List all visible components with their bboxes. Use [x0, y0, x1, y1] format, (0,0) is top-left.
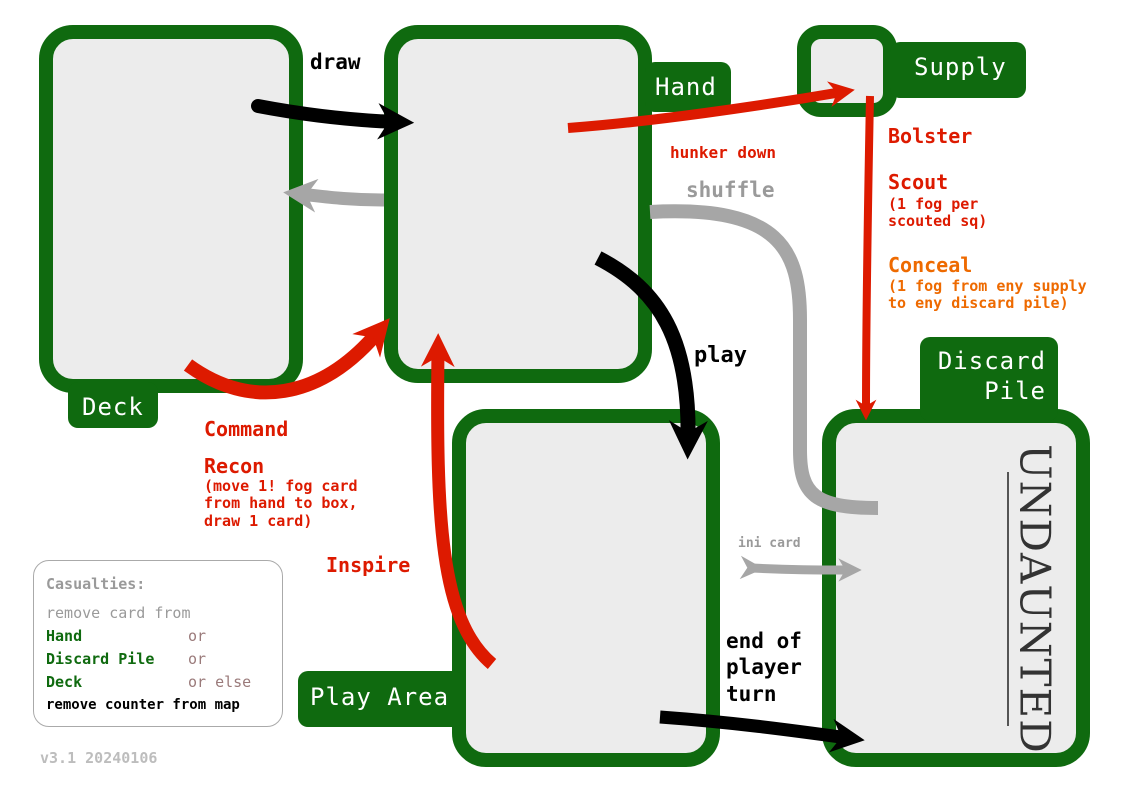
hunker-down-arrow [567, 81, 855, 133]
casualties-legend: Casualties: remove card from Hand or Dis… [33, 560, 283, 727]
play-area-tab: Play Area [298, 671, 464, 727]
legend-title: Casualties: [46, 575, 146, 593]
discard-label-line1: Discard [937, 347, 1046, 375]
legend-item-hand: Hand [46, 627, 83, 645]
end-turn-arrow [659, 710, 865, 753]
bolster-label: Bolster [888, 124, 973, 148]
deck-label: Deck [82, 393, 144, 421]
supply-to-discard-arrow [855, 95, 877, 421]
command-arrow [183, 318, 390, 400]
legend-item-discard-suffix: or [188, 650, 207, 668]
legend-final: remove counter from map [46, 697, 240, 713]
discard-pile-zone[interactable] [822, 409, 1090, 767]
deck-tab: Deck [68, 382, 158, 428]
ini-card-arrow [739, 555, 862, 582]
shuffle-label: shuffle [686, 178, 775, 202]
legend-intro: remove card from [46, 604, 191, 622]
recon-note: (move 1! fog card from hand to box, draw… [204, 477, 358, 530]
supply-tab: Supply [890, 42, 1026, 98]
scout-label: Scout [888, 170, 949, 194]
play-arrow [594, 251, 708, 460]
play-area-zone[interactable] [452, 409, 720, 767]
scout-note: (1 fog per scouted sq) [888, 195, 988, 231]
play-area-label: Play Area [310, 683, 450, 711]
hand-zone[interactable] [384, 25, 652, 383]
hand-to-deck-arrow [283, 178, 385, 213]
discard-label-line2: Pile [984, 377, 1046, 405]
shuffle-arrow [649, 204, 879, 515]
conceal-note: (1 fog from eny supply to eny discard pi… [888, 277, 1087, 313]
ini-card-label: ini card [738, 536, 801, 551]
discard-pile-tab: Discard Pile [920, 337, 1058, 421]
hand-label: Hand [655, 73, 717, 101]
legend-item-deck: Deck [46, 673, 83, 691]
inspire-arrow [420, 333, 497, 669]
logo-rule [1007, 472, 1009, 726]
command-label: Command [204, 417, 289, 441]
inspire-label: Inspire [326, 553, 411, 577]
recon-label: Recon [204, 454, 265, 478]
draw-arrow [251, 99, 415, 140]
legend-item-hand-suffix: or [188, 627, 207, 645]
hunker-down-label: hunker down [670, 143, 776, 162]
legend-item-discard: Discard Pile [46, 650, 155, 668]
hand-tab: Hand [645, 62, 731, 112]
version-label: v3.1 20240106 [40, 749, 158, 767]
supply-label: Supply [914, 53, 1007, 81]
end-turn-label: end of player turn [726, 629, 802, 706]
conceal-label: Conceal [888, 253, 973, 277]
undaunted-logo: UNDAUNTED [1005, 444, 1065, 754]
draw-label: draw [310, 50, 361, 74]
legend-item-deck-suffix: or else [188, 673, 252, 691]
play-label: play [694, 343, 747, 368]
undaunted-wordmark: UNDAUNTED [1010, 444, 1060, 754]
